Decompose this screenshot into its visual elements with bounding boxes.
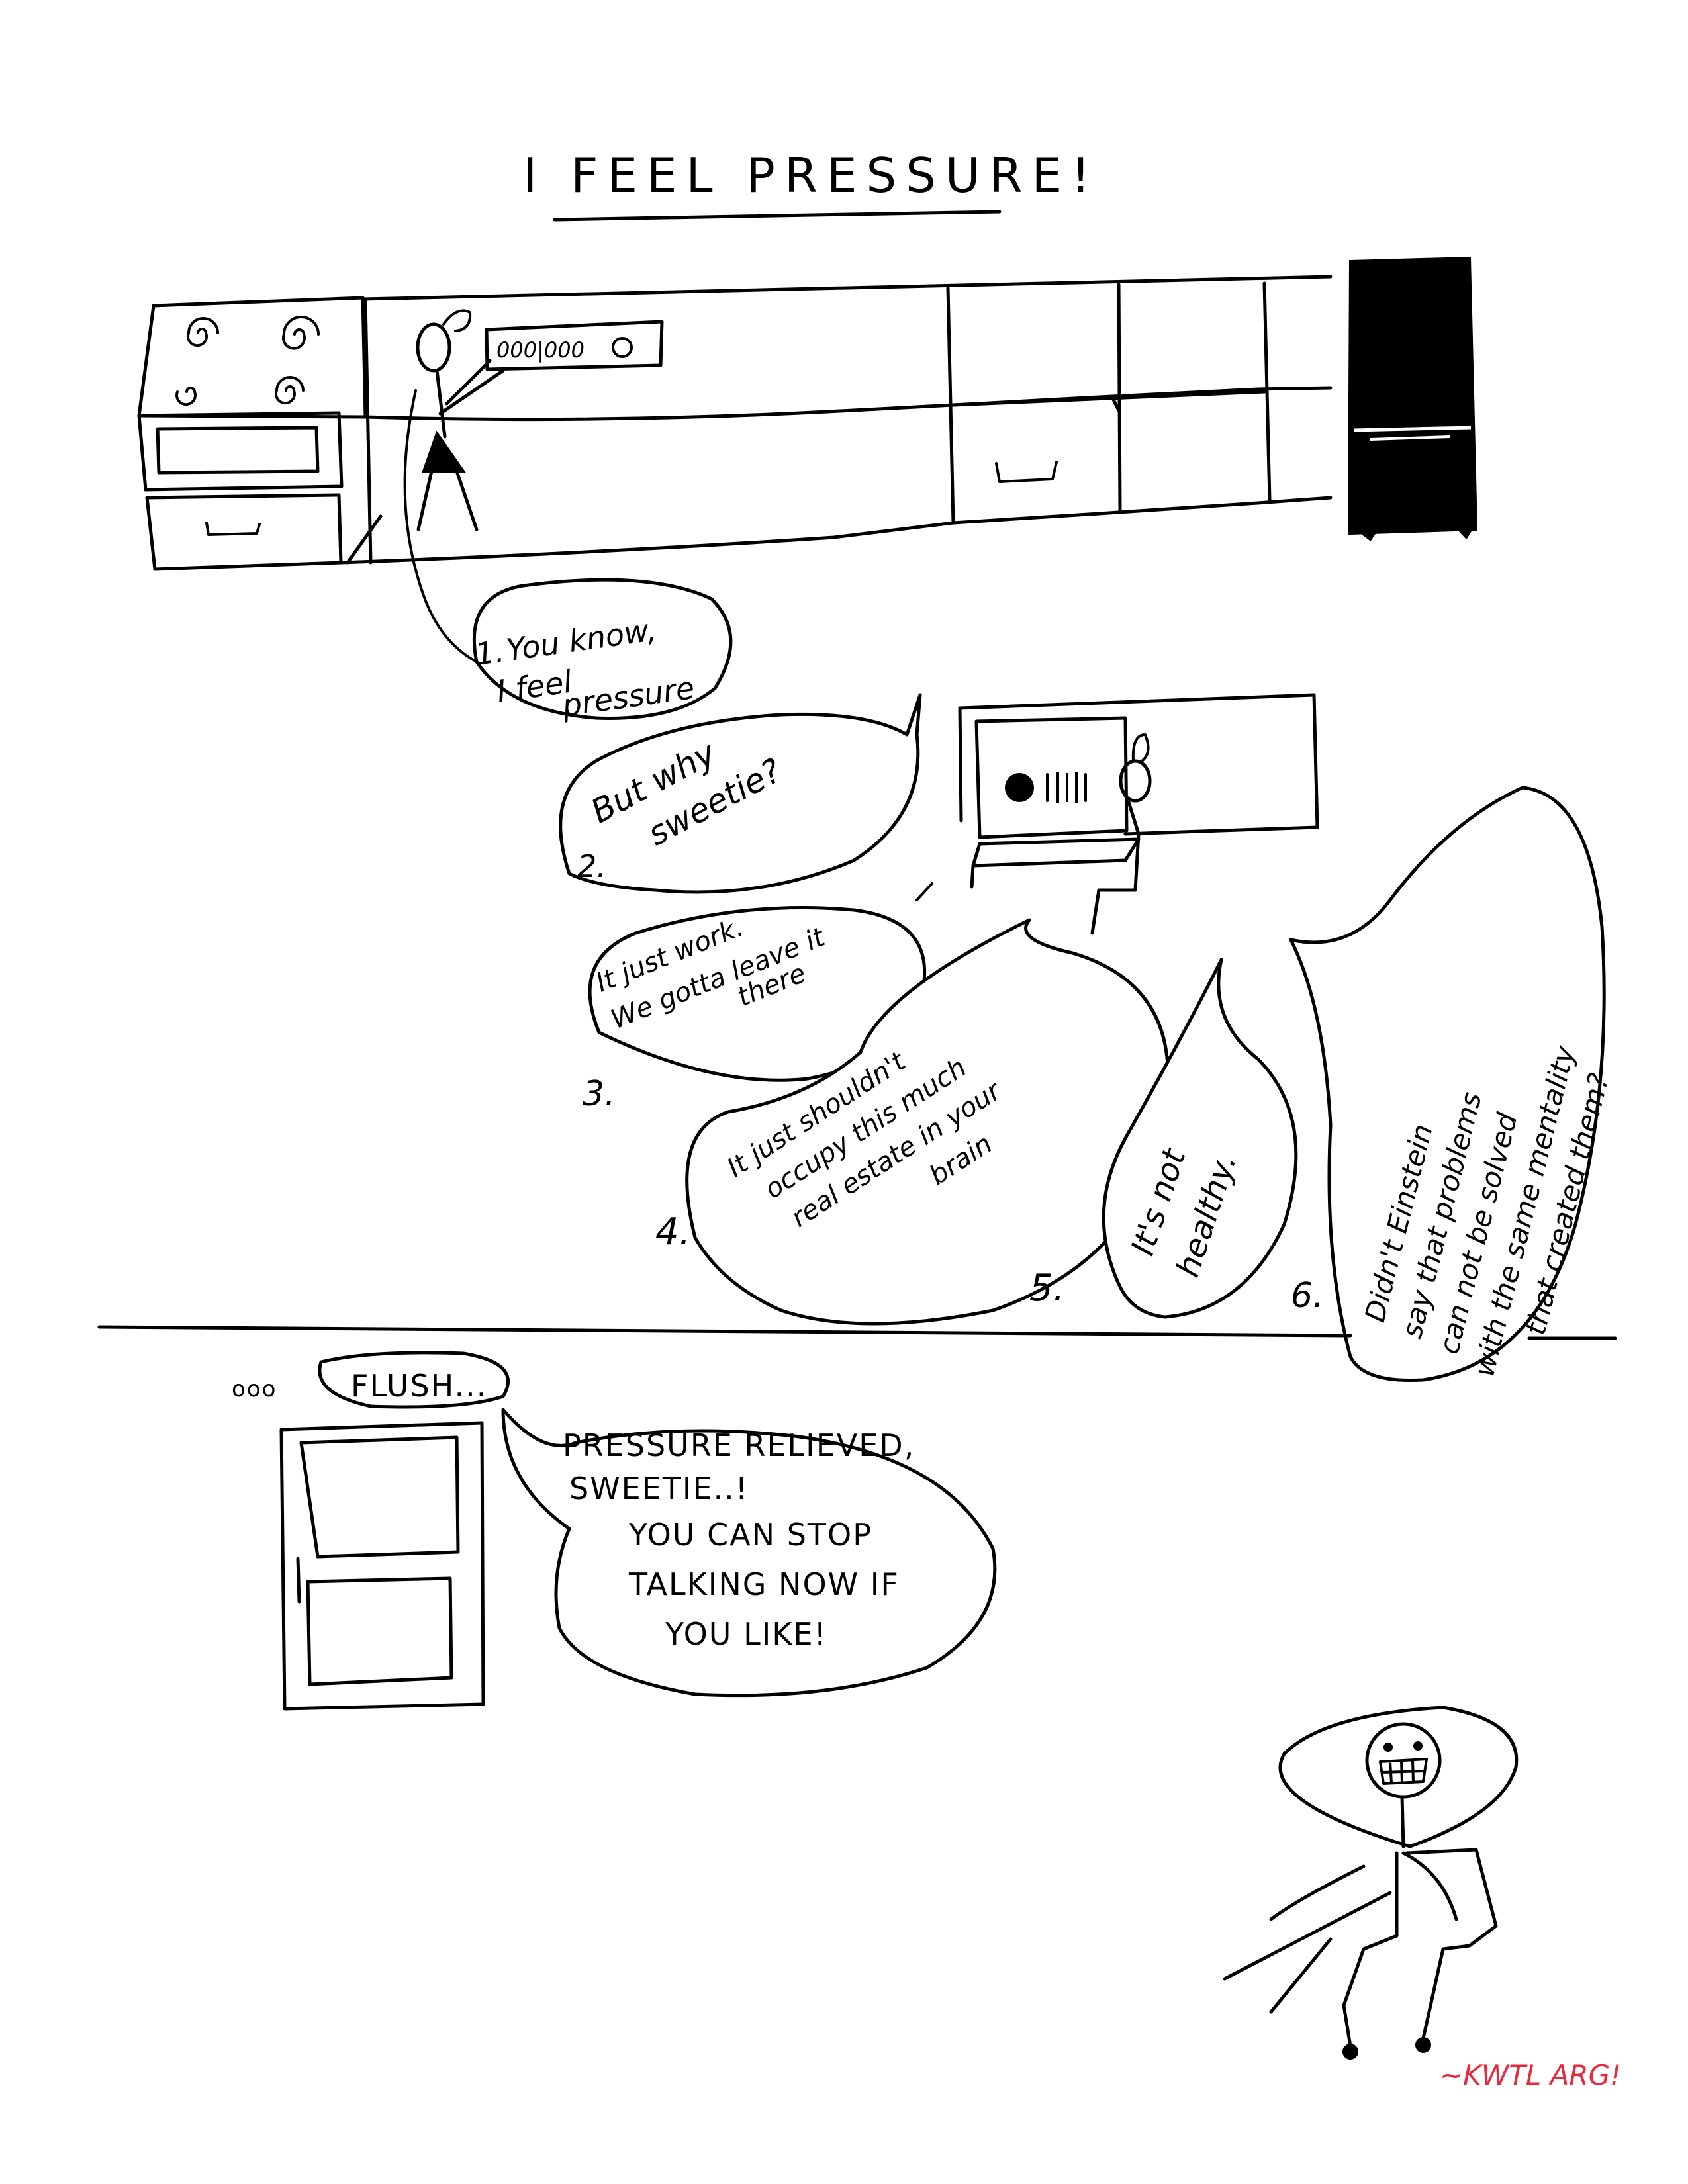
bathroom-door [279,1421,485,1711]
timer-knob-icon [612,337,633,358]
microwave: 000|000 [485,320,664,371]
svg-text:PRESSURE RELIEVED, SWEET: PRESSURE RELIEVED, SWEETIE..! YOU CAN ST… [563,1428,926,1652]
burner-icon [175,316,320,406]
door-handle-icon [296,1557,301,1604]
bubble-6-number: 6. [1291,1276,1324,1316]
kitchen-cabinets [339,275,1333,565]
title-text: I FEEL PRESSURE! [523,148,1100,203]
speech-bubble-5: It's not healthy. 5. [1029,958,1298,1319]
bubble-5-number: 5. [1029,1267,1064,1310]
bubble-2-number: 2. [577,848,606,884]
kitchen-scene: 000|000 [137,256,1478,663]
relief-line-5: YOU LIKE! [665,1616,827,1652]
stove [137,296,367,571]
speech-bubble-4: It just shouldn't occupy this much real … [655,918,1170,1326]
refrigerator [1347,256,1478,541]
relief-line-4: TALKING NOW IF [628,1567,900,1602]
desk-scene [958,693,1319,935]
title-underline [553,210,1002,222]
bubble-3-number: 3. [583,1074,616,1114]
bubble-4-number: 4. [655,1210,690,1253]
speech-bubble-1: 1. You know, I feel pressure [472,578,733,723]
panel-divider-left [97,1325,1352,1338]
flush-bubble: FLUSH... ooo [232,1351,510,1409]
relief-bubble: PRESSURE RELIEVED, SWEETIE..! YOU CAN ST… [501,1408,997,1698]
gritted-teeth-icon [1379,1758,1428,1785]
bubble-1-number: 1. [473,633,506,672]
speaker-two-head [1119,759,1152,803]
relief-line-1: PRESSURE RELIEVED, [563,1428,915,1463]
flush-dots: ooo [232,1376,277,1402]
motion-swoosh [1278,1706,1519,1848]
speech-bubble-2: But why sweetie? 2. [559,693,922,894]
microwave-display: 000|000 [496,338,585,363]
flush-text: FLUSH... [351,1368,487,1404]
speech-bubble-6: Didn't Einstein say that problems can no… [1289,786,1615,1383]
speech-bubble-3: It just work. We gotta leave it there 3. [583,882,933,1114]
grimacing-figure [1223,1706,1519,2060]
artist-signature: ~KWTL ARG! [1440,2059,1621,2091]
relief-line-2: SWEETIE..! [569,1471,749,1506]
speaker-one-figure [403,309,505,663]
computer-monitor [974,716,1129,839]
relief-line-3: YOU CAN STOP [628,1517,872,1553]
comic-title: I FEEL PRESSURE! [523,148,1100,222]
